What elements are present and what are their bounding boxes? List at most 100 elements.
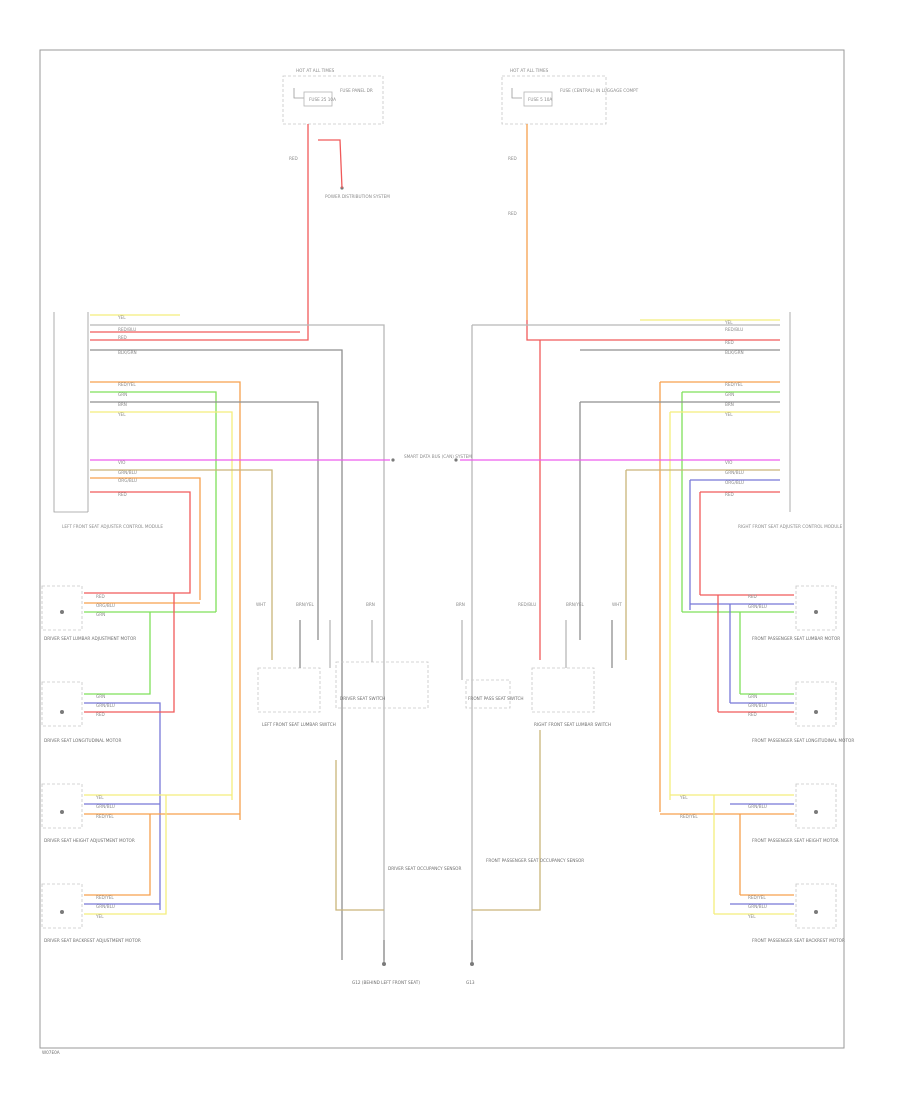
right-device-4: FRONT PASSENGER SEAT BACKREST MOTOR <box>752 938 845 943</box>
driver-seat-switch: DRIVER SEAT SWITCH <box>335 661 429 709</box>
right-backrest-motor: FRONT PASSENGER SEAT BACKREST MOTOR <box>752 883 845 943</box>
wire-label: GRN/BLU <box>96 904 115 909</box>
left-height-motor: DRIVER SEAT HEIGHT ADJUSTMENT MOTOR <box>41 783 135 843</box>
pass-seat-switch: FRONT PASS SEAT SWITCH <box>465 679 524 709</box>
fuse-box-right-fuse: FUSE 5 10A <box>528 97 552 102</box>
splice-label: POWER DISTRIBUTION SYSTEM <box>325 194 390 199</box>
driver-occupancy-sensor: DRIVER SEAT OCCUPANCY SENSOR <box>335 760 461 911</box>
left-lumbar-motor: DRIVER SEAT LUMBAR ADJUSTMENT MOTOR <box>41 585 136 641</box>
right-power-feed-lower <box>526 320 780 341</box>
wire-label: RED/YEL <box>748 895 766 900</box>
right-device-3: FRONT PASSENGER SEAT HEIGHT MOTOR <box>752 838 839 843</box>
right-height-motor: FRONT PASSENGER SEAT HEIGHT MOTOR <box>752 783 839 843</box>
right-device-1: FRONT PASSENGER SEAT LUMBAR MOTOR <box>752 636 840 641</box>
wire-label: GRN <box>748 694 757 699</box>
wire-label: RED/YEL <box>118 382 136 387</box>
wire-label: RED <box>96 712 105 717</box>
wire-label: YEL <box>117 315 126 320</box>
power-distribution-splice: POWER DISTRIBUTION SYSTEM <box>325 186 390 199</box>
wire-label: YEL <box>117 412 126 417</box>
wire-label: GRN <box>96 694 105 699</box>
wire-label: GRN <box>96 612 105 617</box>
wire-label: BRN <box>456 602 465 607</box>
pass-occupancy-sensor: FRONT PASSENGER SEAT OCCUPANCY SENSOR <box>472 730 584 911</box>
wire-label: VIO <box>725 460 733 465</box>
wire-label: GRN/BLU <box>96 703 115 708</box>
ground-left-label: G12 (BEHIND LEFT FRONT SEAT) <box>352 980 420 985</box>
wire-label: BLK/GRN <box>118 350 137 355</box>
left-lumbar-switch: LEFT FRONT SEAT LUMBAR SWITCH <box>257 667 336 727</box>
wire-label: BRN/YEL <box>296 602 315 607</box>
wire-color-labels: YEL RED/BLU RED BLK/GRN RED/YEL GRN BRN … <box>95 156 767 919</box>
wire-label: WHT <box>256 602 266 607</box>
wire-label: BRN <box>725 402 734 407</box>
ground-left: G12 (BEHIND LEFT FRONT SEAT) <box>352 940 420 985</box>
left-module: LEFT FRONT SEAT ADJUSTER CONTROL MODULE <box>53 312 163 529</box>
wire-label: GRN/BLU <box>748 804 767 809</box>
wire-label: RED/BLU <box>118 327 136 332</box>
fuse-box-right-head: HOT AT ALL TIMES <box>510 68 549 73</box>
wire-label: YEL <box>724 412 733 417</box>
wire-label: VIO <box>118 460 126 465</box>
wire-label: RED/YEL <box>96 814 114 819</box>
wire-label: RED/BLU <box>518 602 536 607</box>
fuse-box-left-head: HOT AT ALL TIMES <box>296 68 335 73</box>
wire-label: GRN/BLU <box>748 604 767 609</box>
wire-label: GRN <box>118 392 127 397</box>
wire-label: RED <box>748 594 757 599</box>
left-device-4: DRIVER SEAT BACKREST ADJUSTMENT MOTOR <box>44 938 141 943</box>
left-power-branch <box>318 139 343 189</box>
switch-2: DRIVER SEAT SWITCH <box>340 696 385 701</box>
wire-label: RED <box>118 492 127 497</box>
wire-label: RED <box>725 340 734 345</box>
wire-label: GRN/BLU <box>748 904 767 909</box>
wire-label: RED/YEL <box>680 814 698 819</box>
left-longitudinal-motor: DRIVER SEAT LONGITUDINAL MOTOR <box>41 681 121 743</box>
wire-label: ORG/BLU <box>96 603 115 608</box>
right-device-2: FRONT PASSENGER SEAT LONGITUDINAL MOTOR <box>752 738 854 743</box>
fuse-box-right-desc: FUSE (CENTRAL) IN LUGGAGE COMPT <box>560 88 639 93</box>
switch-4: RIGHT FRONT SEAT LUMBAR SWITCH <box>534 722 611 727</box>
wire-label: ORG/BLU <box>725 480 744 485</box>
left-device-2: DRIVER SEAT LONGITUDINAL MOTOR <box>44 738 121 743</box>
wire-label: RED <box>118 335 127 340</box>
sensor-1: DRIVER SEAT OCCUPANCY SENSOR <box>388 866 461 871</box>
ground-right-label: G13 <box>466 980 475 985</box>
can-splice: SMART DATA BUS (CAN) SYSTEM <box>391 454 472 462</box>
wire-label: RED <box>289 156 298 161</box>
wire-label: RED/YEL <box>96 895 114 900</box>
wire-label: GRN/BLU <box>748 703 767 708</box>
right-module-label: RIGHT FRONT SEAT ADJUSTER CONTROL MODULE <box>738 524 843 529</box>
wire-label: RED <box>508 211 517 216</box>
right-lumbar-switch: RIGHT FRONT SEAT LUMBAR SWITCH <box>531 667 611 727</box>
wire-label: RED <box>748 712 757 717</box>
switch-1: LEFT FRONT SEAT LUMBAR SWITCH <box>262 722 336 727</box>
wire-label: RED <box>725 492 734 497</box>
switch-3: FRONT PASS SEAT SWITCH <box>468 696 524 701</box>
wire-label: YEL <box>95 795 104 800</box>
wire-label: RED/BLU <box>725 327 743 332</box>
wire-label: GRN/BLU <box>96 804 115 809</box>
wire-label: YEL <box>95 914 104 919</box>
left-module-label: LEFT FRONT SEAT ADJUSTER CONTROL MODULE <box>62 524 163 529</box>
wire-label: BRN <box>118 402 127 407</box>
fuse-box-right: HOT AT ALL TIMES FUSE 5 10A FUSE (CENTRA… <box>501 68 639 125</box>
wire-label: BRN/YEL <box>566 602 585 607</box>
right-lumbar-motor: FRONT PASSENGER SEAT LUMBAR MOTOR <box>752 585 840 641</box>
footer-code: W07E0A <box>42 1050 60 1055</box>
wire-label: RED <box>508 156 517 161</box>
left-backrest-motor: DRIVER SEAT BACKREST ADJUSTMENT MOTOR <box>41 883 141 943</box>
sensor-2: FRONT PASSENGER SEAT OCCUPANCY SENSOR <box>486 858 584 863</box>
fuse-box-left-fuse: FUSE 25 10A <box>309 97 336 102</box>
left-device-3: DRIVER SEAT HEIGHT ADJUSTMENT MOTOR <box>44 838 135 843</box>
wire-label: RED <box>96 594 105 599</box>
wire-label: GRN/BLU <box>725 470 744 475</box>
fuse-box-left-desc: FUSE PANEL DR <box>340 88 373 93</box>
wire-label: YEL <box>679 795 688 800</box>
fuse-box-left: HOT AT ALL TIMES FUSE 25 10A FUSE PANEL … <box>282 68 384 125</box>
wire-label: YEL <box>724 320 733 325</box>
diagram-frame <box>39 49 845 1049</box>
wire-label: BLK/GRN <box>725 350 744 355</box>
data-bus-label: SMART DATA BUS (CAN) SYSTEM <box>404 454 472 459</box>
